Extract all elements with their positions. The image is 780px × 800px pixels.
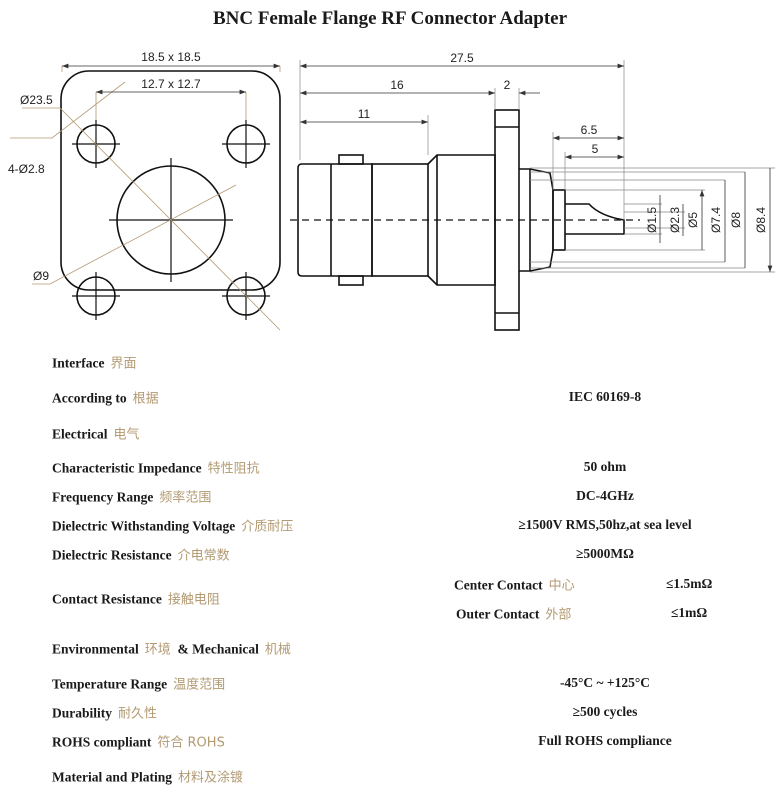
value-according: IEC 60169-8 — [568, 389, 642, 404]
dim-d8-4: Ø8.4 — [754, 207, 768, 233]
dim-18-5: 18.5 x 18.5 — [141, 50, 201, 64]
label: Outer Contact — [456, 606, 540, 622]
label: Durability — [52, 705, 113, 721]
value-temperature: -45°C ~ +125°C — [559, 675, 651, 690]
label-cn: 环境 — [144, 642, 171, 658]
value-durability: ≥500 cycles — [572, 704, 638, 719]
spec-dielectric-res: Dielectric Resistance 介电常数 — [52, 545, 230, 564]
dim-d8: Ø8 — [729, 212, 743, 228]
dim-6-5: 6.5 — [581, 123, 598, 137]
side-view — [290, 109, 640, 331]
label: Frequency Range — [52, 489, 154, 505]
technical-drawing: 18.5 x 18.5 12.7 x 12.7 Ø23.5 4-Ø2.8 Ø9 — [8, 50, 780, 331]
dim-5: 5 — [592, 142, 599, 156]
spec-material: Material and Plating 材料及涂镀 — [52, 767, 243, 786]
label-cn: 特性阻抗 — [207, 461, 260, 477]
value-outer-contact: ≤1mΩ — [671, 605, 708, 620]
value-dwv: ≥1500V RMS,50hz,at sea level — [518, 517, 692, 532]
label: ROHS compliant — [52, 734, 152, 750]
label-cn: 根据 — [132, 391, 159, 407]
flange-outline — [60, 70, 281, 291]
label: Dielectric Resistance — [52, 547, 172, 563]
dim-16: 16 — [390, 78, 404, 92]
label: Center Contact — [454, 577, 543, 593]
dim-23-5: Ø23.5 — [20, 93, 53, 107]
center-contact: Center Contact 中心 — [454, 575, 575, 594]
dim-12-7: 12.7 x 12.7 — [141, 77, 201, 91]
dim-d5: Ø5 — [686, 212, 700, 228]
spec-rohs: ROHS compliant 符合 ROHS — [52, 732, 225, 751]
spec-electrical: Electrical 电气 — [52, 424, 140, 443]
dim-d1-5: Ø1.5 — [645, 207, 659, 233]
label: Dielectric Withstanding Voltage — [52, 518, 236, 534]
value-impedance: 50 ohm — [583, 459, 627, 474]
label-cn: 接触电阻 — [167, 592, 220, 608]
label-cn: 材料及涂镀 — [178, 770, 244, 786]
label: Contact Resistance — [52, 591, 162, 607]
label-cn: 频率范围 — [159, 490, 212, 506]
page-title: BNC Female Flange RF Connector Adapter — [212, 8, 568, 29]
label-cn: 耐久性 — [118, 706, 158, 722]
spec-interface: Interface 界面 — [52, 353, 137, 372]
label: Interface — [52, 355, 105, 371]
label-cn: 符合 ROHS — [157, 735, 225, 751]
label: Electrical — [52, 426, 108, 442]
label: & Mechanical — [177, 641, 259, 657]
dim-11: 11 — [358, 107, 371, 121]
value-center-contact: ≤1.5mΩ — [666, 576, 713, 591]
dim-27-5: 27.5 — [450, 51, 474, 65]
spec-according: According to 根据 — [52, 388, 159, 407]
label-cn: 温度范围 — [173, 677, 226, 693]
spec-contact-res: Contact Resistance 接触电阻 — [52, 589, 220, 608]
label-cn: 界面 — [110, 356, 137, 372]
label-cn: 外部 — [545, 607, 572, 623]
spec-frequency: Frequency Range 频率范围 — [52, 487, 211, 506]
dim-9: Ø9 — [33, 269, 49, 283]
spec-impedance: Characteristic Impedance 特性阻抗 — [52, 458, 260, 477]
spec-durability: Durability 耐久性 — [52, 703, 157, 722]
value-rohs: Full ROHS compliance — [538, 733, 672, 748]
front-view — [10, 63, 281, 331]
label-cn: 机械 — [264, 642, 291, 658]
outer-contact: Outer Contact 外部 — [456, 604, 571, 623]
label: Environmental — [52, 641, 139, 657]
spec-dwv: Dielectric Withstanding Voltage 介质耐压 — [52, 516, 293, 535]
label: According to — [52, 390, 127, 406]
label-cn: 介质耐压 — [241, 519, 294, 535]
spec-environmental: Environmental 环境 & Mechanical 机械 — [52, 639, 291, 658]
dim-d7-4: Ø7.4 — [709, 207, 723, 233]
spec-temperature: Temperature Range 温度范围 — [52, 674, 225, 693]
label-cn: 中心 — [548, 578, 575, 594]
value-dielectric-res: ≥5000MΩ — [576, 546, 634, 561]
label: Material and Plating — [52, 769, 172, 785]
label: Characteristic Impedance — [52, 460, 202, 476]
label: Temperature Range — [52, 676, 168, 692]
dim-d2-3: Ø2.3 — [668, 207, 682, 233]
dim-hole: 4-Ø2.8 — [8, 162, 45, 176]
value-frequency: DC-4GHz — [576, 488, 634, 503]
label-cn: 介电常数 — [177, 548, 230, 564]
dim-2: 2 — [504, 78, 511, 92]
label-cn: 电气 — [113, 427, 140, 443]
